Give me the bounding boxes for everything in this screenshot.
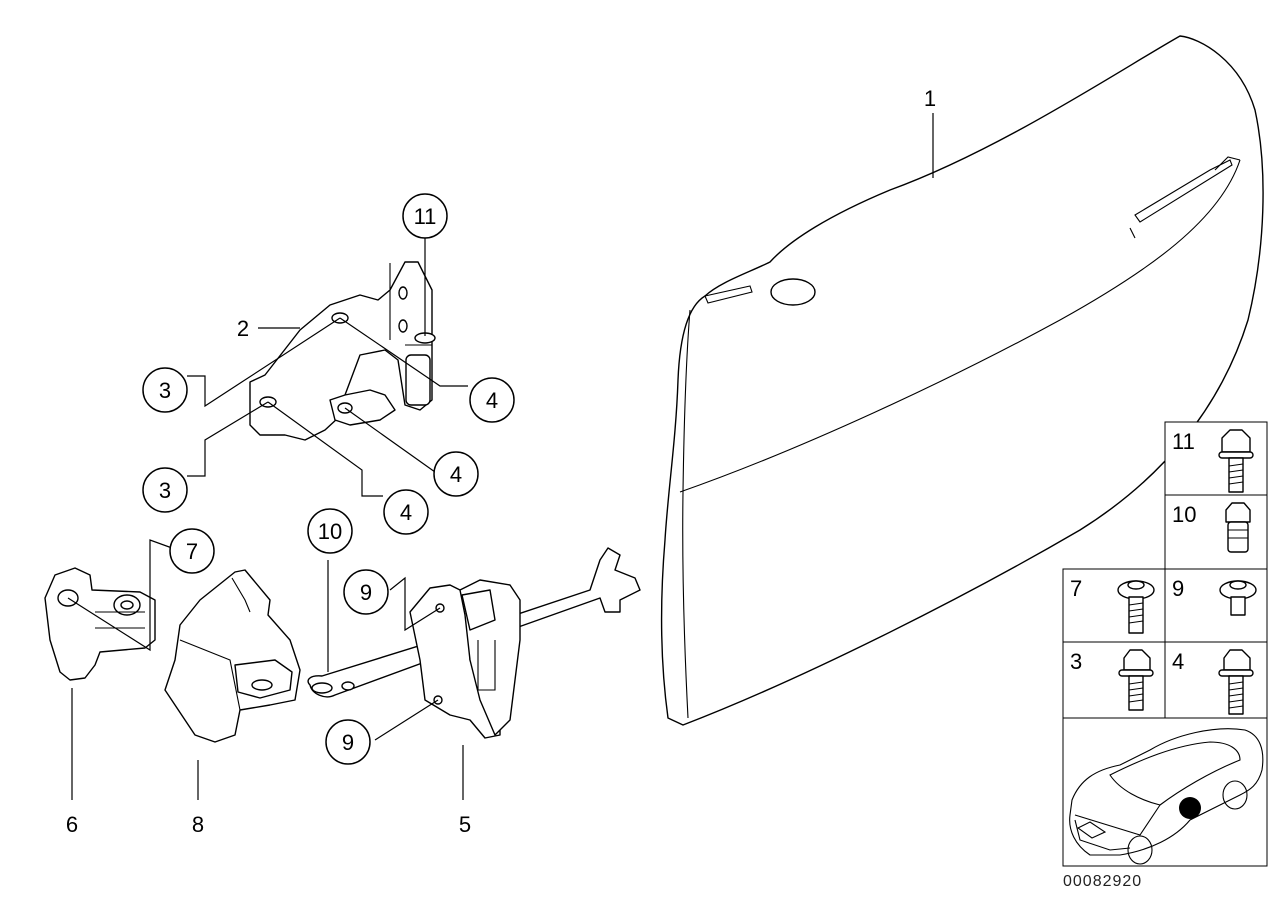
nut-10-icon: [1225, 502, 1251, 553]
svg-text:9: 9: [360, 580, 372, 605]
screw-7-icon: [1117, 580, 1155, 634]
label-5: 5: [459, 812, 471, 837]
label-6: 6: [66, 812, 78, 837]
callouts: 11 3 3 4 4 4 7 10: [66, 86, 936, 837]
callout-4-lower: 4: [383, 489, 429, 535]
hinge-bracket-lower: [44, 567, 156, 681]
bolt-11-icon: [1218, 429, 1254, 493]
svg-text:3: 3: [159, 478, 171, 503]
svg-text:10: 10: [318, 519, 342, 544]
callout-7: 7: [169, 528, 215, 574]
svg-text:9: 9: [342, 730, 354, 755]
callout-11: 11: [402, 193, 448, 239]
bolt-3-icon: [1118, 649, 1154, 711]
car-locator-icon: [1069, 728, 1264, 865]
car-locator-box: [1062, 717, 1268, 867]
svg-text:7: 7: [186, 539, 198, 564]
hinge-cover: [164, 569, 301, 743]
label-8: 8: [192, 812, 204, 837]
svg-text:4: 4: [450, 462, 462, 487]
screw-9-icon: [1219, 580, 1257, 616]
label-2: 2: [237, 316, 249, 341]
legend-label-11: 11: [1172, 429, 1195, 454]
legend-label-4: 4: [1172, 649, 1184, 674]
leader-lines: [67, 113, 934, 800]
fastener-legend: 11 10 7 9 3 4: [1062, 421, 1268, 890]
svg-text:11: 11: [414, 204, 437, 229]
door-panel: [660, 35, 1264, 726]
legend-label-9: 9: [1172, 576, 1184, 601]
image-code: 00082920: [1063, 873, 1142, 890]
door-check-strap: [307, 547, 641, 739]
callout-9-upper: 9: [343, 569, 389, 615]
svg-text:3: 3: [159, 378, 171, 403]
callout-3-lower: 3: [142, 467, 188, 513]
callout-9-lower: 9: [325, 719, 371, 765]
callout-4-middle: 4: [433, 451, 479, 497]
svg-text:4: 4: [400, 500, 412, 525]
legend-label-10: 10: [1172, 502, 1196, 527]
label-1: 1: [924, 86, 936, 111]
bolt-4-icon: [1218, 649, 1254, 715]
upper-hinge: [249, 261, 436, 441]
callout-10: 10: [307, 508, 353, 554]
svg-text:4: 4: [486, 388, 498, 413]
location-marker: [1179, 797, 1201, 819]
callout-3-upper: 3: [142, 367, 188, 413]
callout-4-right: 4: [469, 377, 515, 423]
legend-label-3: 3: [1070, 649, 1082, 674]
legend-label-7: 7: [1070, 576, 1082, 601]
